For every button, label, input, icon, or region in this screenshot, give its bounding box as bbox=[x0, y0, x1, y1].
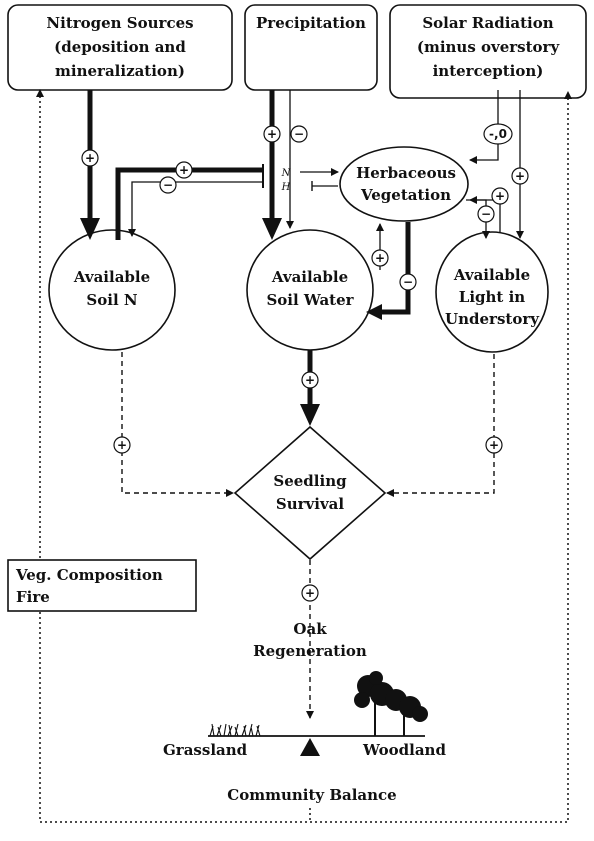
svg-text:+: + bbox=[85, 151, 95, 165]
sign-minus-herbaceous-soil-n: − bbox=[159, 176, 177, 194]
svg-text:−: − bbox=[403, 275, 413, 289]
precipitation-arrowhead bbox=[262, 218, 282, 240]
nitrogen-sources-box: Nitrogen Sources (deposition and mineral… bbox=[7, 4, 233, 91]
svg-text:-,0: -,0 bbox=[489, 127, 507, 141]
seedling-survival-node: Seedling Survival bbox=[233, 425, 387, 561]
community-balance-label: Community Balance bbox=[227, 786, 396, 804]
woodland-label: Woodland bbox=[362, 741, 446, 759]
sign-plus-solar-light: + bbox=[511, 167, 529, 185]
svg-text:+: + bbox=[489, 438, 499, 452]
solar-radiation-box: Solar Radiation (minus overstory interce… bbox=[389, 4, 587, 99]
herbaceous-vegetation-node: Herbaceous Vegetation bbox=[339, 146, 469, 222]
soil-water-line-2: Soil Water bbox=[266, 291, 354, 309]
solar-radiation-line-1: Solar Radiation bbox=[422, 14, 553, 32]
veg-composition-line-2: Fire bbox=[16, 588, 50, 606]
nitrogen-sources-line-2: (deposition and bbox=[54, 38, 186, 56]
inhibit-mark-n: N bbox=[281, 168, 292, 179]
sign-neg-zero-solar: -,0 bbox=[483, 123, 513, 145]
solar-radiation-line-3: interception) bbox=[433, 62, 544, 80]
sign-minus-herbaceous-light: − bbox=[477, 205, 495, 223]
sign-minus-herbaceous-water: − bbox=[399, 273, 417, 291]
available-light-node: Available Light in Understory bbox=[435, 231, 549, 353]
tree-icon bbox=[354, 671, 428, 736]
balance-fulcrum bbox=[300, 738, 320, 756]
sign-plus-soil-n-seedling: + bbox=[113, 436, 131, 454]
soil-n-line-2: Soil N bbox=[86, 291, 137, 309]
available-soil-water-node: Available Soil Water bbox=[246, 229, 374, 351]
sign-plus-nitrogen: + bbox=[81, 149, 99, 167]
soil-water-line-1: Available bbox=[271, 268, 348, 286]
svg-text:+: + bbox=[515, 169, 525, 183]
herbaceous-to-soil-n-arrow bbox=[128, 181, 262, 237]
light-line-3: Understory bbox=[445, 310, 540, 328]
oak-regeneration-line-2: Regeneration bbox=[253, 642, 367, 660]
seedling-line-1: Seedling bbox=[273, 472, 347, 490]
herbaceous-to-soil-water-arrow bbox=[378, 222, 411, 315]
svg-text:−: − bbox=[163, 178, 173, 192]
svg-text:+: + bbox=[117, 438, 127, 452]
balance-scale bbox=[208, 735, 425, 756]
svg-text:+: + bbox=[179, 163, 189, 177]
light-to-seedling-arrow bbox=[386, 354, 495, 497]
svg-text:−: − bbox=[481, 207, 491, 221]
svg-text:+: + bbox=[375, 251, 385, 265]
precipitation-box: Precipitation bbox=[244, 4, 378, 91]
balance-feedback-loop bbox=[39, 91, 572, 823]
oak-regeneration-line-1: Oak bbox=[293, 620, 327, 638]
grass-icon bbox=[209, 723, 261, 737]
sign-plus-soil-water-herbaceous: + bbox=[371, 249, 389, 267]
sign-minus-precipitation: − bbox=[290, 125, 308, 143]
seedling-line-2: Survival bbox=[276, 495, 344, 513]
herbaceous-water-arrowhead bbox=[366, 304, 382, 320]
herbaceous-line-2: Vegetation bbox=[360, 186, 451, 204]
grassland-label: Grassland bbox=[163, 741, 248, 759]
soil-water-seedling-arrowhead bbox=[300, 404, 320, 426]
nitrogen-sources-line-3: mineralization) bbox=[55, 62, 185, 80]
light-line-1: Available bbox=[453, 266, 530, 284]
sign-plus-soil-water-seedling: + bbox=[301, 371, 319, 389]
svg-text:+: + bbox=[305, 586, 315, 600]
svg-text:+: + bbox=[495, 189, 505, 203]
soil-n-line-1: Available bbox=[73, 268, 150, 286]
svg-text:−: − bbox=[294, 127, 304, 141]
solar-to-herbaceous-arrow bbox=[469, 90, 499, 164]
sign-plus-light-seedling: + bbox=[485, 436, 503, 454]
nitrogen-arrowhead bbox=[80, 218, 100, 240]
sign-plus-precipitation: + bbox=[263, 125, 281, 143]
soil-n-to-seedling-arrow bbox=[121, 352, 234, 497]
veg-composition-line-1: Veg. Composition bbox=[15, 566, 163, 584]
sign-plus-seedling-oak: + bbox=[301, 584, 319, 602]
sign-plus-light-herbaceous: + bbox=[491, 187, 509, 205]
light-line-2: Light in bbox=[459, 288, 525, 306]
herbaceous-line-1: Herbaceous bbox=[356, 164, 456, 182]
soil-n-to-herbaceous-arrow bbox=[115, 167, 262, 240]
nitrogen-sources-line-1: Nitrogen Sources bbox=[46, 14, 193, 32]
veg-composition-box: Veg. Composition Fire bbox=[7, 559, 197, 612]
svg-text:+: + bbox=[305, 373, 315, 387]
sign-plus-soil-n-uptake: + bbox=[175, 161, 193, 179]
inhibit-mark-h: H bbox=[281, 182, 291, 193]
available-soil-n-node: Available Soil N bbox=[48, 229, 176, 351]
precipitation-label: Precipitation bbox=[256, 14, 366, 32]
solar-radiation-line-2: (minus overstory bbox=[417, 38, 561, 56]
svg-text:+: + bbox=[267, 127, 277, 141]
